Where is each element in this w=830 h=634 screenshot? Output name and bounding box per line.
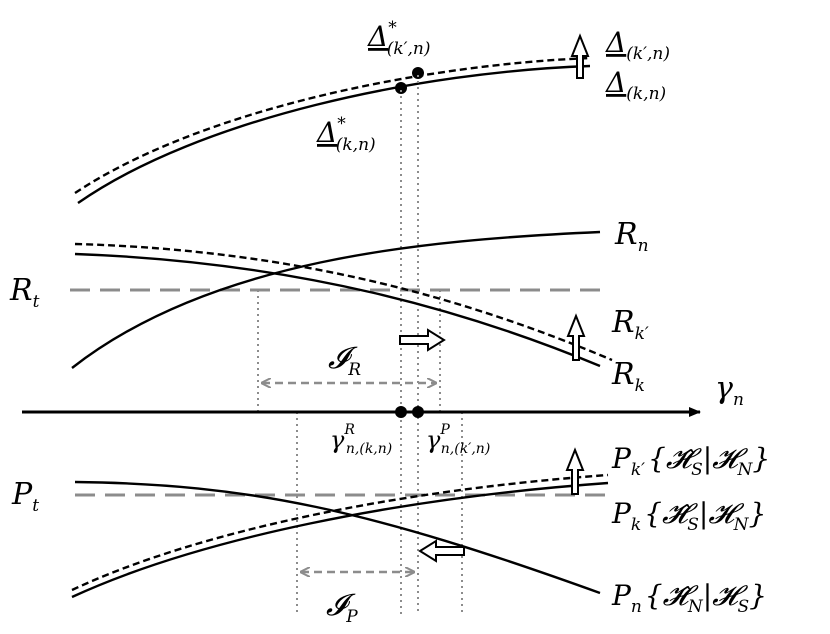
label-Rt: Rt: [9, 273, 40, 312]
label-Pk: Pk{𝓗̂S|𝓗N}: [611, 497, 766, 535]
Pk-shift-arrow-icon: [565, 447, 585, 495]
label-IP: 𝓘P: [326, 588, 358, 627]
label-gamma-n: γn: [715, 371, 744, 410]
Rk-curve: [74, 252, 601, 368]
gamma-R-point: [395, 406, 407, 418]
gamma-P-point: [412, 406, 424, 418]
delta-kp-star-point: [412, 67, 424, 79]
P-shift-arrow-icon: [418, 539, 465, 563]
Rn-curve: [71, 230, 601, 369]
R-shift-arrow-icon: [399, 328, 446, 352]
label-delta-k-star: Δ*(k,n): [316, 114, 376, 155]
delta-k-star-point: [395, 82, 407, 94]
Rkp-curve: [74, 242, 613, 362]
label-Rkp: Rk′: [611, 305, 649, 344]
Pkp-curve: [71, 473, 609, 592]
delta-kp-curve: [74, 56, 591, 195]
Pk-curve: [71, 481, 609, 599]
Rk-shift-arrow-icon: [566, 313, 586, 361]
label-delta-kp: Δ(k′,n): [605, 26, 670, 64]
delta-k-curve: [77, 64, 591, 204]
label-Pt: Pt: [11, 477, 39, 516]
label-Pn: Pn{𝓗̂N|𝓗S}: [611, 579, 767, 617]
label-delta-kp-star: Δ*(k′,n): [367, 18, 431, 59]
label-Pkp: Pk′{𝓗̂S|𝓗N}: [611, 442, 770, 480]
label-IR: 𝓘R: [328, 341, 361, 380]
label-Rn: Rn: [614, 217, 649, 256]
delta-shift-arrow-icon: [570, 33, 590, 79]
label-Rk: Rk: [611, 357, 645, 396]
label-delta-k: Δ(k,n): [605, 66, 666, 104]
Pn-curve: [74, 480, 601, 595]
